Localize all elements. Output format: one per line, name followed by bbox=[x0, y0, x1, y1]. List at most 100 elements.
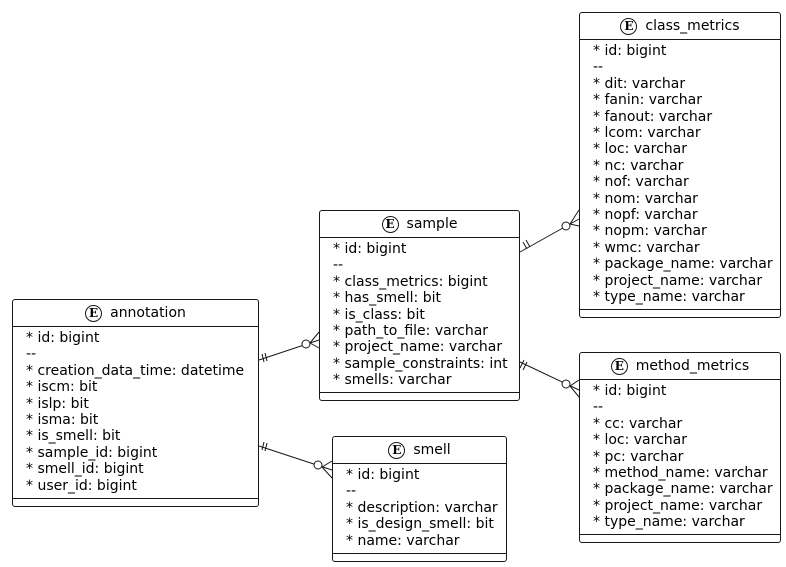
relationship-annotation-smell bbox=[258, 441, 333, 479]
many-marker bbox=[321, 460, 333, 468]
field-row: * has_smell: bit bbox=[333, 290, 441, 307]
field-row: * pc: varchar bbox=[593, 448, 684, 465]
field-row: * nopm: varchar bbox=[593, 223, 707, 240]
field-row: * isma: bit bbox=[26, 412, 99, 429]
one-marker bbox=[264, 352, 268, 362]
field-row: * cc: varchar bbox=[593, 415, 683, 432]
entity-fields: * id: bigint -- * description: varchar *… bbox=[333, 464, 506, 549]
field-row: * project_name: varchar bbox=[333, 339, 503, 356]
field-row: * nopf: varchar bbox=[593, 207, 698, 224]
field-separator: -- bbox=[26, 346, 37, 363]
field-row: * path_to_file: varchar bbox=[333, 323, 489, 340]
entity-header: E class_metrics bbox=[580, 13, 780, 40]
entity-title: smell bbox=[413, 442, 451, 458]
many-marker bbox=[309, 331, 320, 344]
field-row: * id: bigint bbox=[593, 383, 667, 399]
field-row: * id: bigint bbox=[26, 330, 100, 346]
field-separator: -- bbox=[333, 257, 344, 274]
field-row: * type_name: varchar bbox=[593, 289, 745, 306]
entity-title: sample bbox=[406, 216, 458, 232]
one-marker bbox=[522, 361, 528, 371]
relationship-annotation-sample bbox=[258, 331, 320, 363]
field-row: * nc: varchar bbox=[593, 157, 684, 174]
field-row: * nom: varchar bbox=[593, 190, 698, 207]
field-row: * class_metrics: bigint bbox=[333, 273, 488, 290]
relationship-sample-method-metrics bbox=[519, 359, 580, 398]
zero-marker bbox=[561, 379, 571, 389]
field-row: * package_name: varchar bbox=[593, 481, 773, 498]
entity-method-metrics[interactable]: E method_metrics * id: bigint -- * cc: v… bbox=[579, 352, 781, 543]
entity-fields: * id: bigint -- * cc: varchar * loc: var… bbox=[580, 380, 780, 531]
one-marker bbox=[525, 239, 531, 248]
entity-fields: * id: bigint -- * creation_data_time: da… bbox=[13, 327, 258, 494]
one-marker bbox=[261, 353, 265, 363]
entity-header: E annotation bbox=[13, 300, 258, 327]
zero-marker bbox=[313, 460, 323, 470]
field-separator: -- bbox=[593, 59, 604, 76]
entity-footer-divider bbox=[13, 498, 258, 499]
many-marker bbox=[569, 223, 580, 227]
one-marker bbox=[519, 359, 525, 369]
entity-fields: * id: bigint -- * class_metrics: bigint … bbox=[320, 238, 519, 389]
field-row: * fanout: varchar bbox=[593, 108, 713, 125]
entity-smell[interactable]: E smell * id: bigint -- * description: v… bbox=[332, 436, 507, 562]
relationship-sample-class-metrics bbox=[519, 209, 580, 253]
field-row: * is_design_smell: bit bbox=[346, 516, 494, 533]
field-row: * fanin: varchar bbox=[593, 92, 702, 109]
field-row: * smells: varchar bbox=[333, 372, 452, 389]
entity-title: annotation bbox=[110, 305, 186, 321]
entity-icon: E bbox=[610, 357, 628, 375]
entity-header: E sample bbox=[320, 211, 519, 238]
many-marker bbox=[309, 342, 320, 349]
field-row: * project_name: varchar bbox=[593, 272, 763, 289]
entity-header: E smell bbox=[333, 437, 506, 464]
field-row: * description: varchar bbox=[346, 499, 498, 516]
entity-icon: E bbox=[388, 441, 406, 459]
field-row: * loc: varchar bbox=[593, 141, 687, 158]
field-row: * loc: varchar bbox=[593, 432, 687, 449]
entity-header: E method_metrics bbox=[580, 353, 780, 380]
one-marker bbox=[264, 442, 268, 452]
field-row: * user_id: bigint bbox=[26, 477, 137, 494]
field-row: * project_name: varchar bbox=[593, 497, 763, 514]
field-row: * type_name: varchar bbox=[593, 514, 745, 531]
field-row: * id: bigint bbox=[593, 43, 667, 59]
entity-footer-divider bbox=[320, 392, 519, 393]
field-separator: -- bbox=[346, 483, 357, 500]
entity-fields: * id: bigint -- * dit: varchar * fanin: … bbox=[580, 40, 780, 306]
field-row: * wmc: varchar bbox=[593, 239, 700, 256]
entity-icon: E bbox=[620, 17, 638, 35]
entity-sample[interactable]: E sample * id: bigint -- * class_metrics… bbox=[319, 210, 520, 401]
field-row: * id: bigint bbox=[333, 241, 407, 257]
entity-footer-divider bbox=[580, 309, 780, 310]
zero-marker bbox=[561, 221, 571, 231]
entity-title: method_metrics bbox=[635, 358, 750, 374]
field-row: * lcom: varchar bbox=[593, 125, 701, 142]
one-marker bbox=[522, 241, 528, 250]
many-marker bbox=[569, 209, 580, 225]
entity-icon: E bbox=[85, 304, 103, 322]
field-row: * nof: varchar bbox=[593, 174, 689, 191]
field-separator: -- bbox=[593, 399, 604, 416]
field-row: * package_name: varchar bbox=[593, 256, 773, 273]
entity-class-metrics[interactable]: E class_metrics * id: bigint -- * dit: v… bbox=[579, 12, 781, 318]
entity-footer-divider bbox=[580, 534, 780, 535]
field-row: * dit: varchar bbox=[593, 75, 686, 92]
field-row: * is_smell: bit bbox=[26, 428, 121, 445]
field-row: * sample_constraints: int bbox=[333, 355, 508, 372]
many-marker bbox=[569, 385, 580, 398]
entity-footer-divider bbox=[333, 553, 506, 554]
entity-title: class_metrics bbox=[645, 18, 740, 34]
field-row: * id: bigint bbox=[346, 467, 420, 483]
zero-marker bbox=[301, 339, 311, 349]
many-marker bbox=[569, 379, 580, 387]
entity-annotation[interactable]: E annotation * id: bigint -- * creation_… bbox=[12, 299, 259, 507]
field-row: * islp: bit bbox=[26, 395, 89, 412]
field-row: * is_class: bit bbox=[333, 306, 425, 323]
field-row: * sample_id: bigint bbox=[26, 444, 158, 461]
field-row: * iscm: bit bbox=[26, 379, 98, 396]
field-row: * method_name: varchar bbox=[593, 465, 768, 482]
one-marker bbox=[261, 441, 265, 451]
